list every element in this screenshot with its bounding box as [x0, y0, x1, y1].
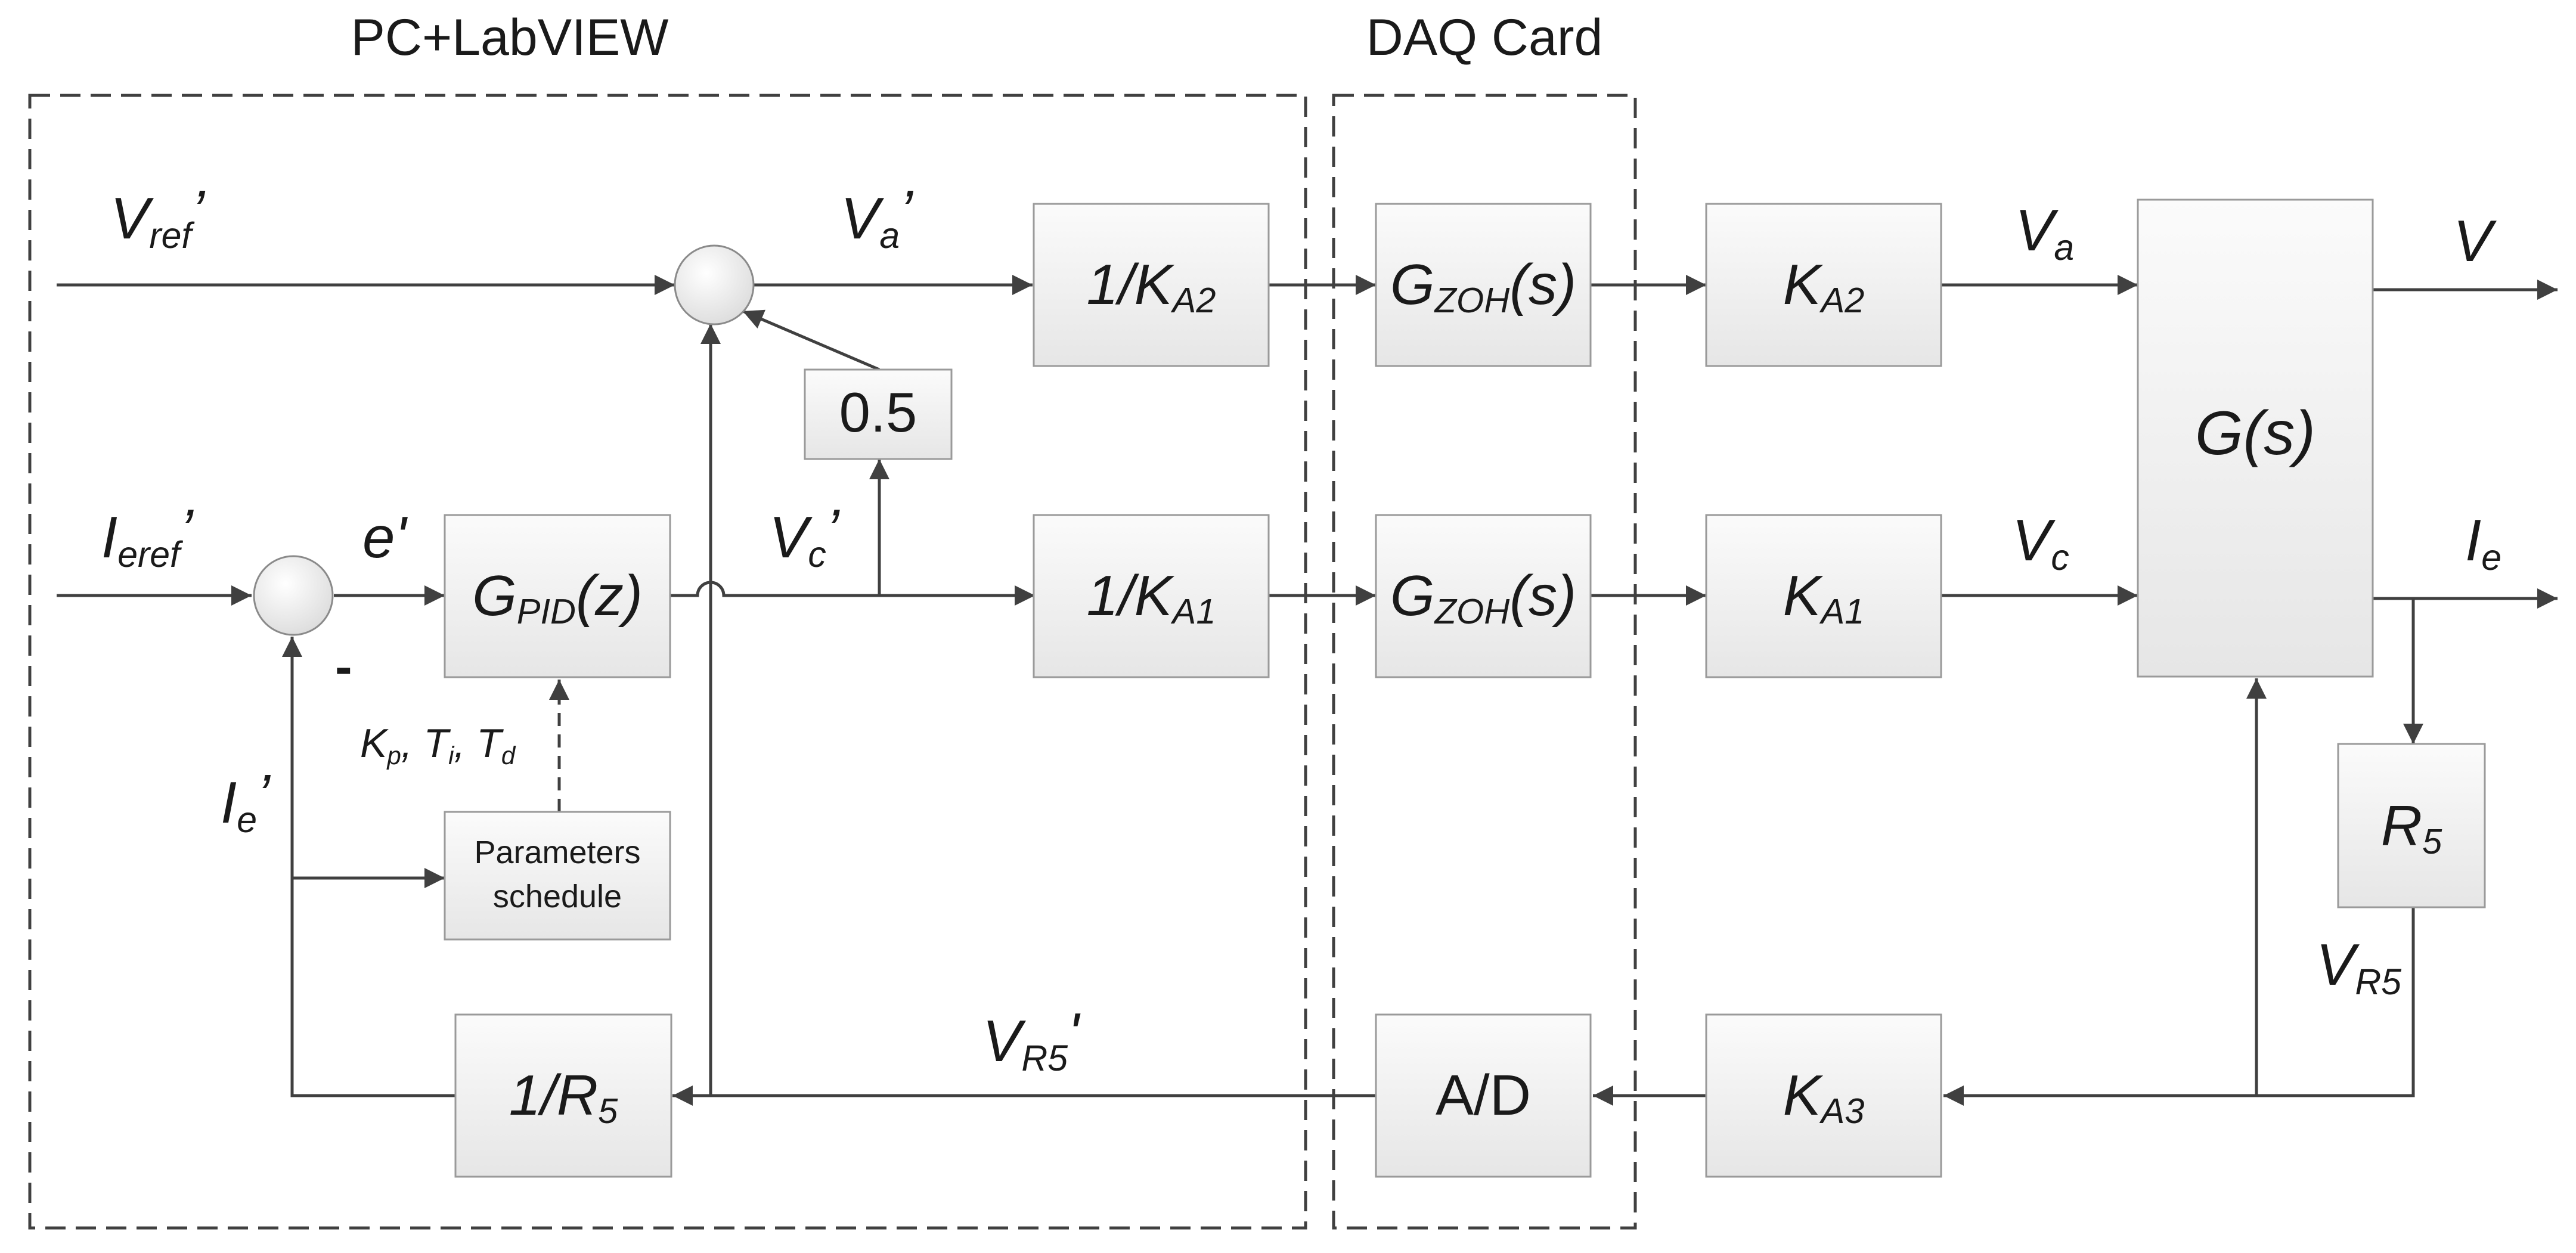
block-parameters-schedule: Parameters schedule: [444, 811, 671, 941]
label-vr5-prime: VR5': [982, 1001, 1081, 1078]
label-vc: Vc: [2012, 507, 2069, 578]
label-vc-prime: Vc’: [769, 497, 841, 575]
signal-wires: [57, 275, 2558, 1106]
label-vref-prime: Vref’: [110, 178, 206, 256]
svg-text:KA1: KA1: [1783, 564, 1865, 631]
svg-text:Parameters: Parameters: [474, 835, 640, 870]
summing-junction-current: [253, 555, 334, 636]
block-gzoh-top: GZOH(s): [1375, 203, 1592, 367]
label-ieref-prime: Ieref’: [101, 497, 194, 575]
svg-text:G(s): G(s): [2195, 399, 2315, 468]
block-gzoh-mid: GZOH(s): [1375, 514, 1592, 678]
daq-card-title: DAQ Card: [1366, 9, 1603, 66]
block-ka3: KA3: [1705, 1013, 1942, 1178]
label-va: Va: [2015, 197, 2074, 268]
svg-text:GZOH(s): GZOH(s): [1390, 253, 1576, 320]
block-gain-0-5: 0.5: [804, 368, 953, 460]
svg-text:1/KA2: 1/KA2: [1087, 253, 1216, 320]
svg-text:A/D: A/D: [1436, 1063, 1531, 1127]
pc-labview-region: [28, 94, 1307, 1230]
block-ka2: KA2: [1705, 203, 1942, 367]
block-gpid: GPID(z): [444, 514, 671, 678]
label-ie-output: Ie: [2465, 507, 2501, 578]
summing-junction-voltage: [674, 244, 755, 325]
svg-text:KA2: KA2: [1783, 253, 1865, 320]
label-e-prime: e': [362, 504, 408, 570]
block-inv-ka1: 1/KA1: [1033, 514, 1270, 678]
block-plant: G(s): [2137, 199, 2374, 678]
daq-card-region: [1332, 94, 1637, 1230]
label-pid-params: Kp, Ti, Td: [360, 721, 516, 770]
block-inv-r5: 1/R5: [454, 1013, 672, 1178]
svg-text:KA3: KA3: [1783, 1063, 1865, 1131]
label-va-prime: Va’: [841, 178, 914, 256]
label-v-output: V: [2453, 208, 2497, 274]
svg-text:R5: R5: [2381, 794, 2442, 861]
label-ie-prime: Ie’: [221, 762, 271, 840]
svg-text:schedule: schedule: [493, 879, 622, 914]
block-ka1: KA1: [1705, 514, 1942, 678]
svg-text:GZOH(s): GZOH(s): [1390, 564, 1576, 631]
svg-text:GPID(z): GPID(z): [472, 564, 643, 631]
block-ad: A/D: [1375, 1013, 1592, 1178]
label-minus: -: [335, 638, 352, 696]
svg-text:1/KA1: 1/KA1: [1087, 564, 1216, 631]
svg-text:0.5: 0.5: [839, 381, 917, 443]
block-r5: R5: [2337, 743, 2486, 908]
pc-labview-title: PC+LabVIEW: [351, 9, 669, 66]
block-inv-ka2: 1/KA2: [1033, 203, 1270, 367]
svg-text:1/R5: 1/R5: [509, 1063, 618, 1131]
label-vr5: VR5: [2316, 932, 2401, 1002]
